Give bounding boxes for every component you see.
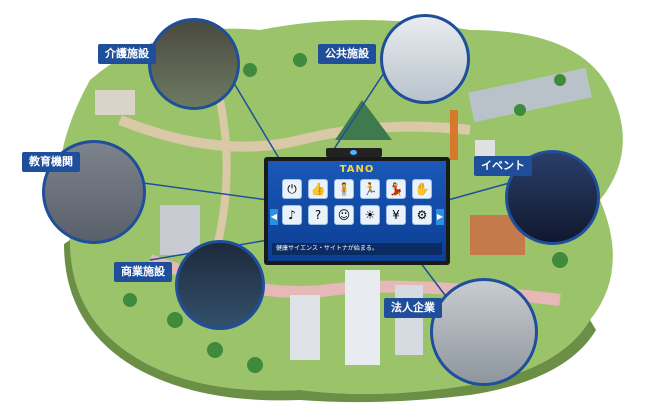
dancer-icon[interactable]: 💃	[386, 179, 406, 199]
quiz-icon[interactable]: ?	[308, 205, 328, 225]
corporate-photo	[430, 278, 538, 386]
center-monitor: TANO ◀ ▶ ⏻ 👍 🧍 🏃 💃 ✋ ♪ ? ☺ ☀ ¥ ⚙ 健康サイエンス…	[264, 157, 450, 265]
building	[160, 205, 200, 255]
mountain	[335, 100, 392, 140]
building	[95, 90, 135, 115]
public-facility-photo	[380, 14, 470, 104]
commercial-photo	[175, 240, 265, 330]
label-commercial: 商業施設	[114, 262, 172, 282]
label-event: イベント	[474, 156, 532, 176]
tower	[450, 110, 458, 160]
label-corporate: 法人企業	[384, 298, 442, 318]
status-message: 健康サイエンス・サイトナが始まる。	[272, 243, 442, 255]
music-icon[interactable]: ♪	[282, 205, 302, 225]
money-icon[interactable]: ¥	[386, 205, 406, 225]
gear-icon[interactable]: ⚙	[412, 205, 432, 225]
face-icon[interactable]: ☺	[334, 205, 354, 225]
power-icon[interactable]: ⏻	[282, 179, 302, 199]
runner-icon[interactable]: 🏃	[360, 179, 380, 199]
care-facility-photo	[148, 18, 240, 110]
app-screen: TANO ◀ ▶ ⏻ 👍 🧍 🏃 💃 ✋ ♪ ? ☺ ☀ ¥ ⚙ 健康サイエンス…	[268, 161, 446, 261]
nav-left-arrow[interactable]: ◀	[270, 209, 278, 225]
person-icon[interactable]: 🧍	[334, 179, 354, 199]
road	[118, 115, 471, 152]
building	[395, 285, 423, 355]
nav-right-arrow[interactable]: ▶	[436, 209, 444, 225]
app-title: TANO	[339, 164, 375, 175]
label-education: 教育機関	[22, 152, 80, 172]
motion-sensor	[326, 148, 382, 157]
building	[345, 270, 380, 365]
thumbs-up-icon[interactable]: 👍	[308, 179, 328, 199]
building	[290, 295, 320, 360]
label-care-facility: 介護施設	[98, 44, 156, 64]
label-public-facility: 公共施設	[318, 44, 376, 64]
sun-icon[interactable]: ☀	[360, 205, 380, 225]
hand-icon[interactable]: ✋	[412, 179, 432, 199]
